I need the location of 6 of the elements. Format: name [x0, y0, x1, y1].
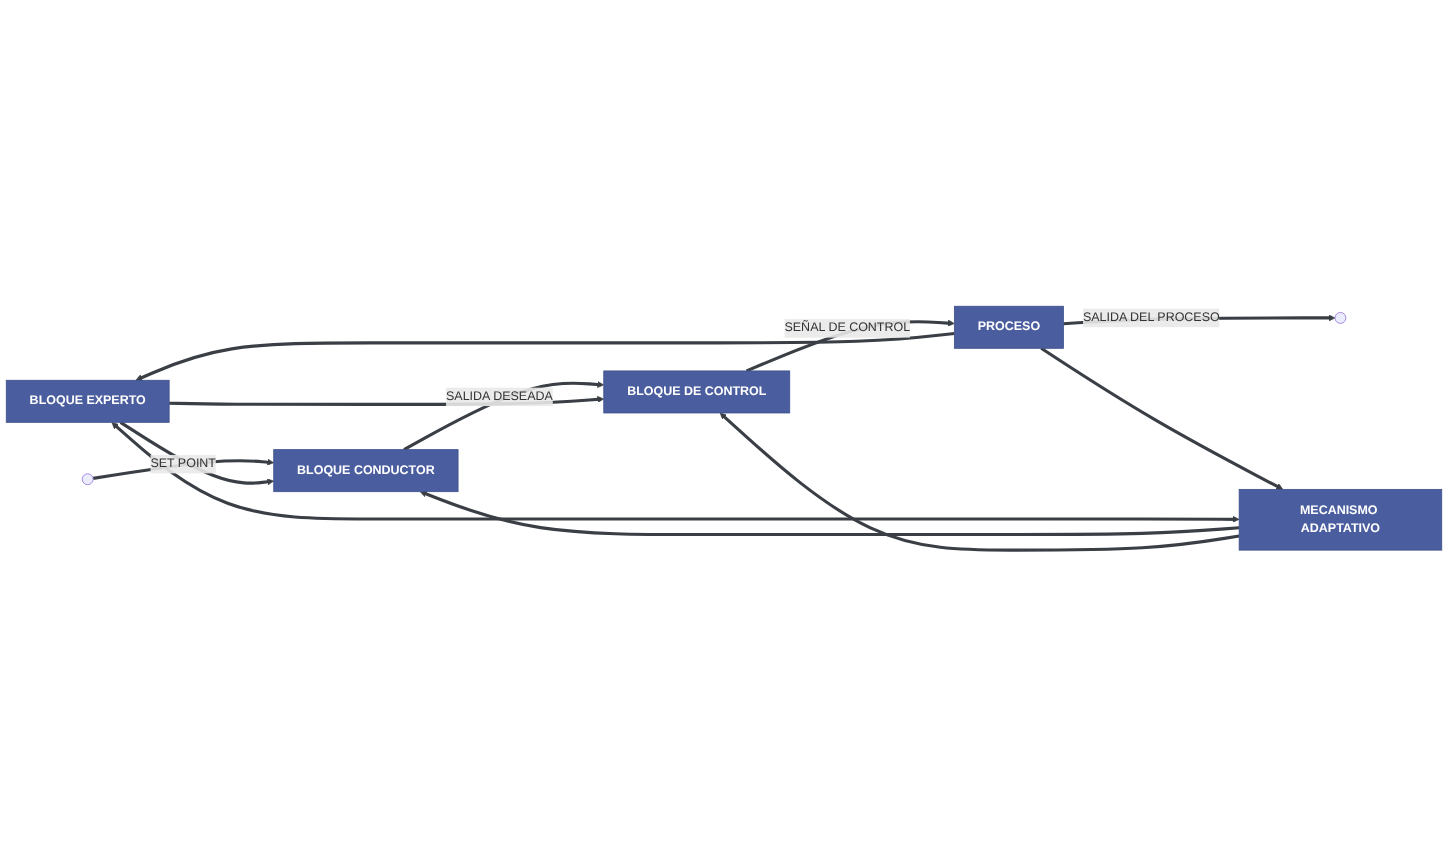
- arrow: [403, 380, 605, 451]
- arrow: [111, 422, 1240, 523]
- arrow: [135, 331, 955, 381]
- arrow: [419, 490, 1240, 536]
- arrow: [719, 412, 1240, 552]
- arrow: [1040, 346, 1284, 490]
